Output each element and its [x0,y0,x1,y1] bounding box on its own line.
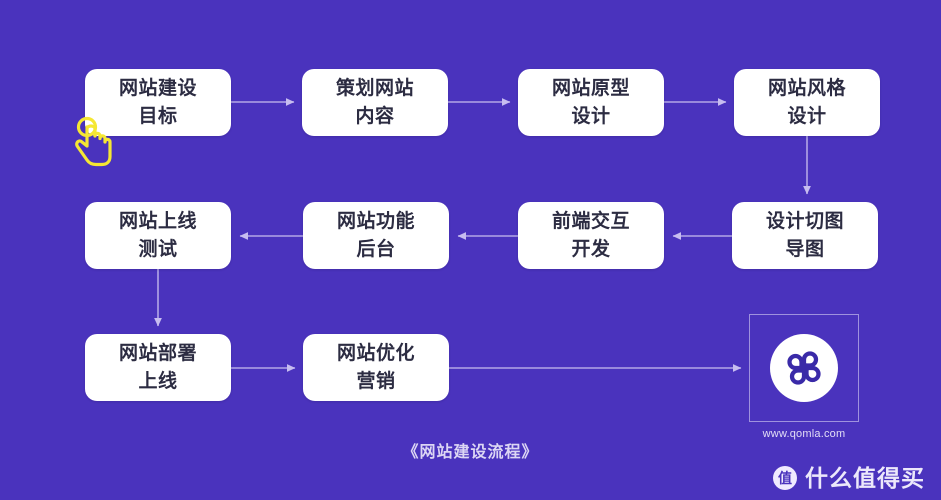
flow-node-n4[interactable]: 网站风格 设计 [734,69,880,136]
watermark: 值 什么值得买 [773,466,925,490]
flow-node-n1-line2: 目标 [138,105,178,127]
flow-node-n2[interactable]: 策划网站 内容 [302,69,448,136]
flow-node-n4-line1: 网站风格 [767,77,846,99]
flow-node-n8-line2: 导图 [785,238,825,260]
qomla-clover-logo-icon [787,351,821,385]
logo-disc [770,334,838,402]
flow-node-n3-line2: 设计 [571,105,611,127]
logo-url-text: www.qomla.com [762,428,846,440]
hand-tap-cursor-icon [75,116,112,167]
flow-node-n6[interactable]: 网站功能 后台 [303,202,449,269]
watermark-badge-icon: 值 [773,466,797,490]
flow-node-n5[interactable]: 网站上线 测试 [85,202,231,269]
flow-node-n10-line2: 营销 [356,370,396,392]
flow-node-n5-line1: 网站上线 [118,210,197,232]
flow-node-n2-line2: 内容 [355,105,395,127]
flow-node-n8-line1: 设计切图 [765,210,844,232]
flow-node-n3[interactable]: 网站原型 设计 [518,69,664,136]
flow-node-n9[interactable]: 网站部署 上线 [85,334,231,401]
flow-node-n6-line1: 网站功能 [336,210,415,232]
flow-node-n1-line1: 网站建设 [118,77,197,99]
flow-node-n10-line1: 网站优化 [336,342,415,364]
flow-node-n4-line2: 设计 [787,105,827,127]
flow-node-n7-line1: 前端交互 [551,210,630,232]
flow-node-n9-line1: 网站部署 [118,342,197,364]
flow-node-n8[interactable]: 设计切图 导图 [732,202,878,269]
flow-node-n6-line2: 后台 [356,238,396,260]
flow-node-n10[interactable]: 网站优化 营销 [303,334,449,401]
flow-node-n1[interactable]: 网站建设 目标 [85,69,231,136]
watermark-text: 什么值得买 [805,464,925,491]
logo-frame [749,314,859,422]
flow-node-n5-line2: 测试 [138,238,178,260]
diagram-caption: 《网站建设流程》 [402,444,539,461]
flow-node-n7[interactable]: 前端交互 开发 [518,202,664,269]
flow-node-n9-line2: 上线 [138,370,178,392]
flow-node-n7-line2: 开发 [571,238,611,260]
flow-node-n2-line1: 策划网站 [335,77,414,99]
flow-node-n3-line1: 网站原型 [551,77,630,99]
